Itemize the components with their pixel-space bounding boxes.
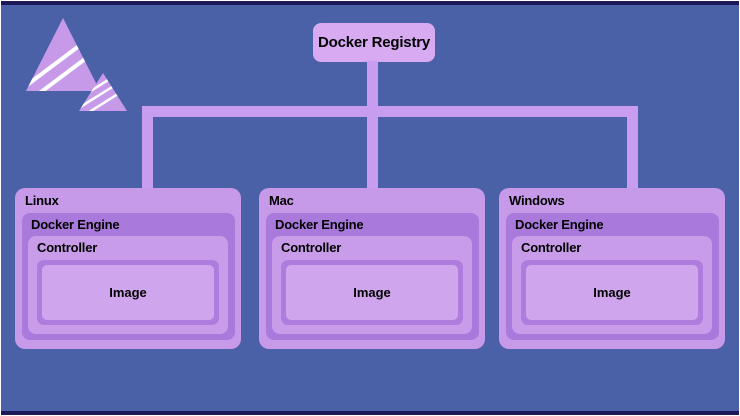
linux-node-label: Linux [25,193,59,208]
windows-node-label: Windows [509,193,565,208]
linux-controller-label: Controller [37,240,98,255]
mac-node: Mac Docker Engine Controller Image [259,188,485,349]
connector-to-linux [142,111,153,188]
windows-image-label: Image [526,265,698,320]
connector-registry-to-mac [367,61,378,188]
linux-image-box: Image [37,260,219,325]
mac-image-label: Image [286,265,458,320]
windows-node: Windows Docker Engine Controller Image [499,188,725,349]
mac-controller-box: Controller Image [272,236,472,334]
mac-docker-engine-box: Docker Engine Controller Image [266,213,479,340]
linux-docker-engine-box: Docker Engine Controller Image [22,213,235,340]
connector-horizontal-bus [142,106,638,117]
windows-image-box: Image [521,260,703,325]
linux-controller-box: Controller Image [28,236,228,334]
docker-registry-node: Docker Registry [313,23,435,62]
linux-image-label: Image [42,265,214,320]
mountain-triangles-logo-icon [17,14,129,121]
linux-docker-engine-label: Docker Engine [31,217,120,232]
mac-controller-label: Controller [281,240,342,255]
mac-docker-engine-label: Docker Engine [275,217,364,232]
connector-to-windows [627,111,638,188]
windows-docker-engine-box: Docker Engine Controller Image [506,213,719,340]
linux-node: Linux Docker Engine Controller Image [15,188,241,349]
mac-image-box: Image [281,260,463,325]
bottom-frame-bar [1,411,739,415]
windows-docker-engine-label: Docker Engine [515,217,604,232]
docker-registry-label: Docker Registry [317,34,431,51]
windows-controller-box: Controller Image [512,236,712,334]
top-frame-bar [1,1,739,5]
windows-controller-label: Controller [521,240,582,255]
mac-node-label: Mac [269,193,294,208]
